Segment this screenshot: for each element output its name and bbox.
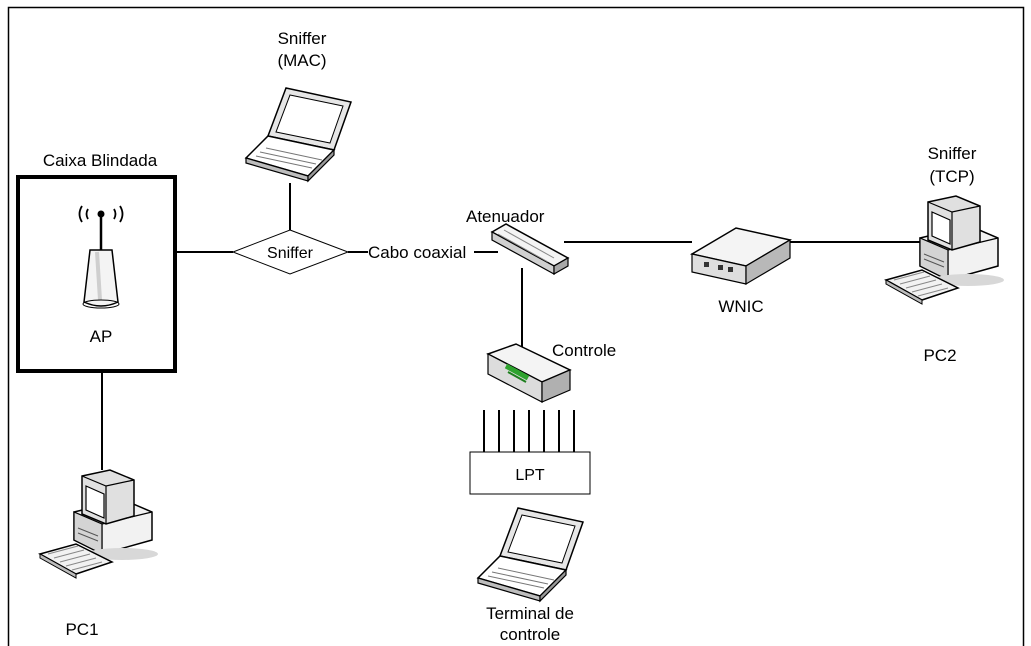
desktop-computer-icon[interactable] — [39, 469, 159, 579]
laptop-icon[interactable] — [245, 87, 352, 182]
attenuator-label: Atenuador — [466, 207, 545, 226]
controller-label: Controle — [552, 341, 616, 360]
sniffer-mac-label-line1: Sniffer — [278, 29, 327, 48]
lpt-box[interactable] — [469, 451, 591, 495]
diagram-frame — [7, 6, 1025, 646]
terminal-label-line1: Terminal de — [486, 604, 574, 623]
desktop-computer-icon[interactable] — [885, 195, 1005, 305]
sniffer-mac-label-line2: (MAC) — [277, 51, 326, 70]
lpt-pins — [483, 410, 575, 452]
wnic-label: WNIC — [718, 297, 763, 316]
sniffer-node-label: Sniffer — [267, 245, 314, 262]
connection-lines — [101, 183, 920, 470]
coax-cable-label: Cabo coaxial — [368, 243, 466, 262]
shielded-box-label: Caixa Blindada — [43, 151, 158, 170]
terminal-label-line2: controle — [500, 625, 560, 644]
pc1-label: PC1 — [65, 620, 98, 639]
ap-label: AP — [90, 327, 113, 346]
network-card-icon[interactable] — [689, 227, 793, 286]
hub-icon[interactable] — [490, 223, 570, 276]
laptop-icon[interactable] — [477, 507, 584, 602]
wireless-access-point-icon[interactable] — [78, 205, 124, 309]
router-icon[interactable] — [486, 343, 572, 403]
lpt-label: LPT — [515, 467, 545, 484]
pc2-label: PC2 — [923, 346, 956, 365]
sniffer-tcp-label-line1: Sniffer — [928, 144, 977, 163]
sniffer-tcp-label-line2: (TCP) — [929, 167, 974, 186]
sniffer-node[interactable] — [231, 229, 350, 275]
